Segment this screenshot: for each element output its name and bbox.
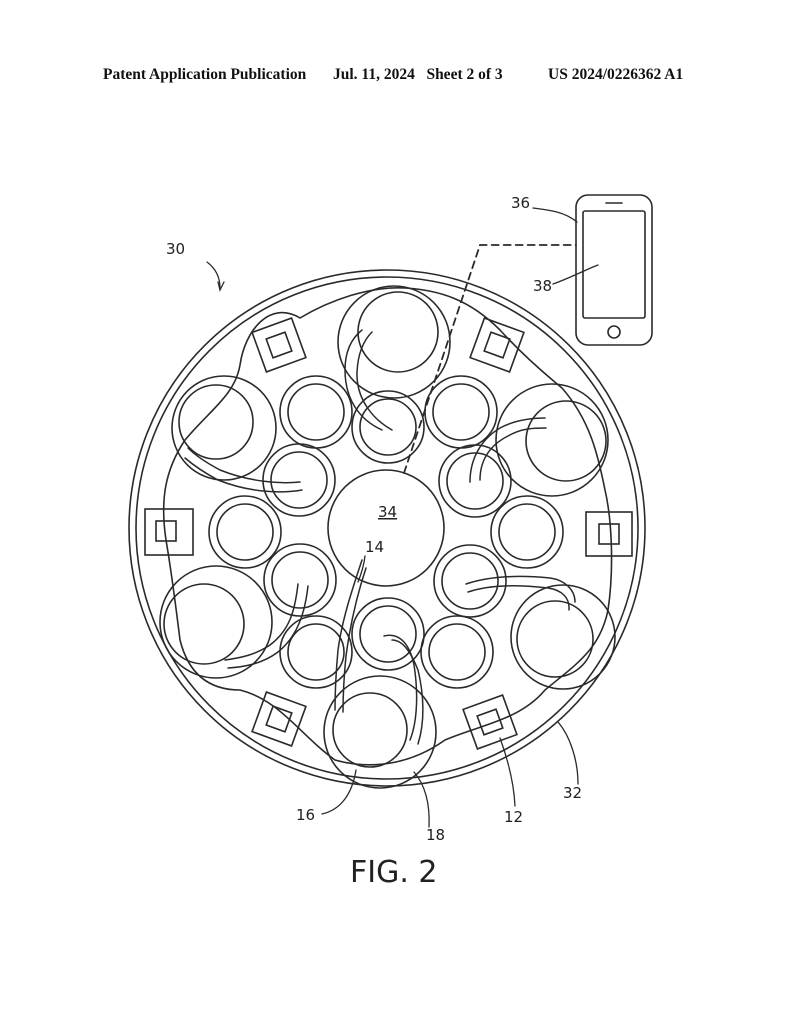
wireless-link	[403, 244, 577, 474]
label-assembly: 30	[166, 240, 185, 258]
figure-caption: FIG. 2	[350, 855, 438, 890]
publication-title: Patent Application Publication	[103, 66, 307, 83]
base-disk-inner-rim	[135, 276, 639, 780]
label-screen: 38	[533, 277, 552, 295]
label-center: 34	[378, 503, 397, 521]
label-device: 36	[511, 194, 530, 212]
publication-date-sheet: Jul. 11, 2024 Sheet 2 of 3	[333, 66, 503, 83]
label-recess: 18	[426, 826, 445, 844]
large-cup-group	[159, 285, 616, 789]
base-disk	[128, 269, 646, 787]
label-pad: 12	[504, 808, 523, 826]
inner-ring-outline	[162, 287, 613, 766]
page-header: Patent Application Publication Jul. 11, …	[0, 66, 794, 90]
smartphone	[575, 194, 653, 346]
square-pads	[144, 317, 633, 750]
label-cable: 14	[365, 538, 384, 556]
cables	[184, 329, 576, 745]
label-large-cup: 16	[296, 806, 315, 824]
publication-number: US 2024/0226362 A1	[548, 66, 684, 83]
leader-lines	[206, 207, 599, 828]
center-hub	[327, 469, 445, 587]
small-cup-ring	[208, 375, 564, 689]
label-base: 32	[563, 784, 582, 802]
